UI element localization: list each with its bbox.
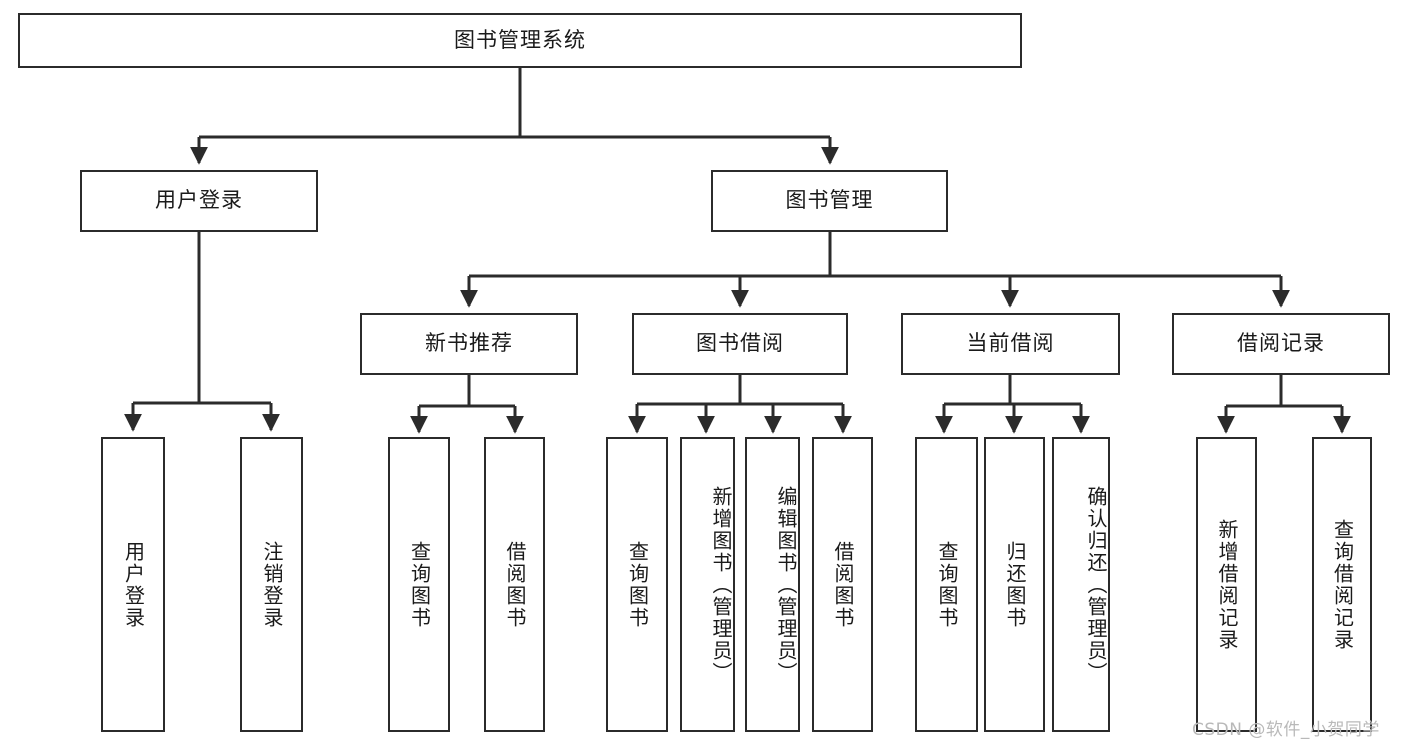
- node-leaf-query-book-2[interactable]: 查询图书: [606, 437, 668, 732]
- node-leaf-edit-book[interactable]: 编辑图书（管理员）: [745, 437, 800, 732]
- node-book-borrow-label: 图书借阅: [696, 331, 784, 356]
- node-root[interactable]: 图书管理系统: [18, 13, 1022, 68]
- node-leaf-borrow-book-2[interactable]: 借阅图书: [812, 437, 873, 732]
- node-user-login-label: 用户登录: [155, 188, 243, 213]
- node-borrow-record[interactable]: 借阅记录: [1172, 313, 1390, 375]
- node-leaf-query-book-3[interactable]: 查询图书: [915, 437, 978, 732]
- node-leaf-confirm-return[interactable]: 确认归还（管理员）: [1052, 437, 1110, 732]
- node-leaf-borrow-book-2-label: 借阅图书: [831, 540, 855, 629]
- node-leaf-add-book[interactable]: 新增图书（管理员）: [680, 437, 735, 732]
- node-leaf-confirm-return-label: 确认归还（管理员）: [1084, 485, 1108, 684]
- node-book-borrow[interactable]: 图书借阅: [632, 313, 848, 375]
- node-leaf-query-book-1[interactable]: 查询图书: [388, 437, 450, 732]
- node-leaf-logout[interactable]: 注销登录: [240, 437, 303, 732]
- node-leaf-borrow-book-1[interactable]: 借阅图书: [484, 437, 545, 732]
- node-borrow-record-label: 借阅记录: [1237, 331, 1325, 356]
- node-leaf-user-login-label: 用户登录: [121, 540, 146, 629]
- node-leaf-query-record[interactable]: 查询借阅记录: [1312, 437, 1372, 732]
- node-book-manage-label: 图书管理: [785, 188, 874, 213]
- node-leaf-add-record[interactable]: 新增借阅记录: [1196, 437, 1257, 732]
- node-leaf-query-book-1-label: 查询图书: [407, 540, 432, 629]
- node-leaf-return-book[interactable]: 归还图书: [984, 437, 1045, 732]
- node-leaf-user-login[interactable]: 用户登录: [101, 437, 165, 732]
- csdn-watermark: CSDN @软件_小贺同学: [1192, 720, 1380, 740]
- node-leaf-query-book-3-label: 查询图书: [935, 540, 959, 629]
- node-leaf-logout-label: 注销登录: [260, 540, 284, 629]
- node-user-login[interactable]: 用户登录: [80, 170, 318, 232]
- node-new-book-rec-label: 新书推荐: [425, 331, 513, 356]
- node-book-manage[interactable]: 图书管理: [711, 170, 948, 232]
- node-current-borrow[interactable]: 当前借阅: [901, 313, 1120, 375]
- node-current-borrow-label: 当前借阅: [966, 331, 1055, 356]
- node-leaf-borrow-book-1-label: 借阅图书: [503, 540, 527, 629]
- node-leaf-query-book-2-label: 查询图书: [625, 540, 650, 629]
- node-new-book-rec[interactable]: 新书推荐: [360, 313, 578, 375]
- node-leaf-return-book-label: 归还图书: [1003, 540, 1027, 629]
- node-root-label: 图书管理系统: [454, 27, 586, 52]
- node-leaf-add-book-label: 新增图书（管理员）: [709, 485, 733, 684]
- node-leaf-query-record-label: 查询借阅记录: [1330, 518, 1355, 651]
- node-leaf-edit-book-label: 编辑图书（管理员）: [774, 485, 798, 684]
- node-leaf-add-record-label: 新增借阅记录: [1215, 518, 1239, 651]
